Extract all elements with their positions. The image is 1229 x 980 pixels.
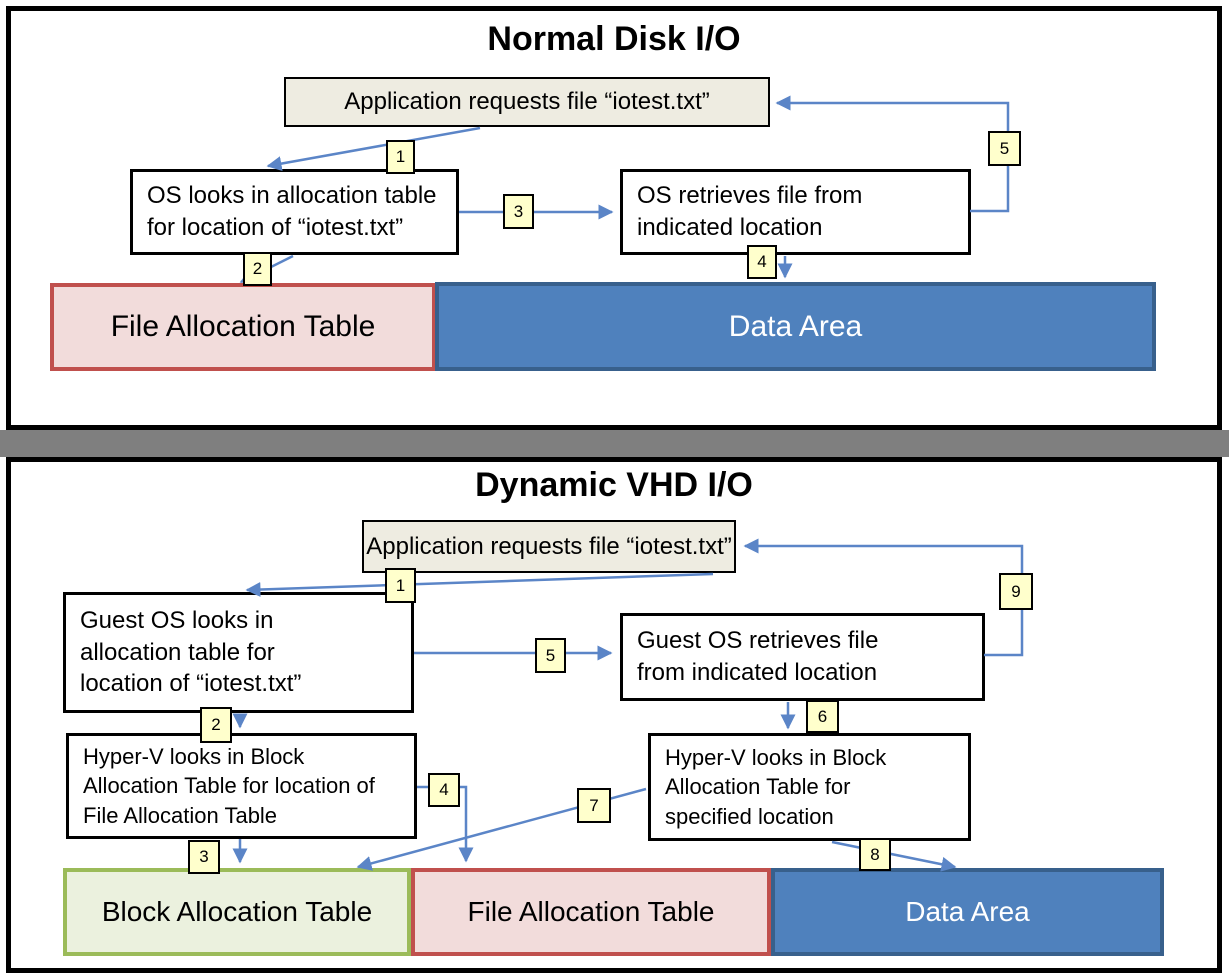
step-badge-9b: 9 [999,573,1033,610]
file-allocation-table-bar-2: File Allocation Table [411,868,771,956]
step-badge-6b: 6 [806,700,839,733]
step-badge-2b: 2 [200,707,232,743]
step-badge-1b: 1 [385,568,416,603]
panel-separator [0,430,1229,457]
os-looks-box: OS looks in allocation table for locatio… [130,169,459,255]
block-allocation-table-bar: Block Allocation Table [63,868,411,956]
step-badge-7b: 7 [577,788,611,823]
step-badge-4b: 4 [428,773,460,807]
guest-os-retrieves-box: Guest OS retrieves file from indicated l… [620,613,985,701]
top-panel-title: Normal Disk I/O [487,20,741,58]
hyperv-block-lookup-box: Hyper-V looks in Block Allocation Table … [648,733,971,841]
step-badge-5: 5 [988,131,1021,166]
hyperv-fat-lookup-box: Hyper-V looks in Block Allocation Table … [66,733,417,839]
guest-os-looks-box: Guest OS looks in allocation table for l… [63,592,414,713]
data-area-bar-2: Data Area [771,868,1164,956]
bottom-panel-title: Dynamic VHD I/O [475,466,753,504]
step-badge-3: 3 [503,194,534,229]
application-requests-box: Application requests file “iotest.txt” [284,77,770,127]
file-allocation-table-bar: File Allocation Table [50,283,436,371]
data-area-bar: Data Area [435,282,1156,371]
step-badge-2: 2 [243,252,272,286]
step-badge-4: 4 [747,245,777,279]
step-badge-5b: 5 [535,638,566,673]
step-badge-3b: 3 [188,840,220,874]
step-badge-1: 1 [386,140,415,174]
step-badge-8b: 8 [859,838,891,871]
application-requests-box-2: Application requests file “iotest.txt” [362,520,736,573]
os-retrieves-box: OS retrieves file from indicated locatio… [620,169,971,255]
